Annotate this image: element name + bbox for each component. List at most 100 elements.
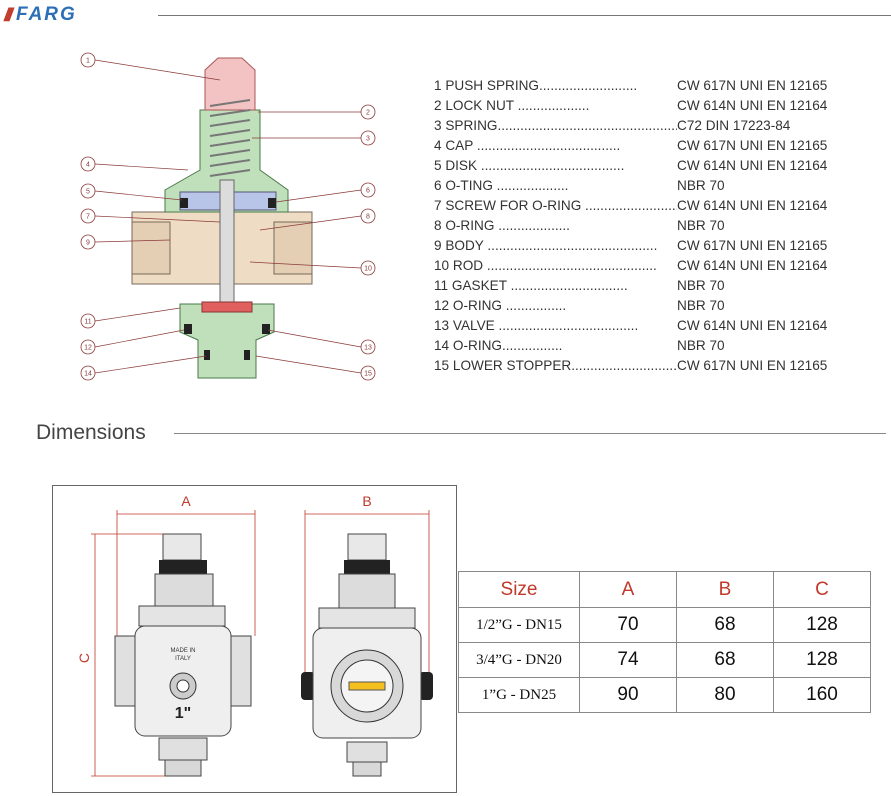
part-label: 12 O-RING ................ <box>434 298 567 313</box>
table-header-row: Size A B C <box>458 571 871 608</box>
callout-label: 7 <box>86 214 90 221</box>
part-material: NBR 70 <box>677 178 725 193</box>
dimensions-title: Dimensions <box>36 421 146 444</box>
part-material: CW 614N UNI EN 12164 <box>677 258 828 273</box>
brand-logo: /// FARG <box>4 4 77 26</box>
callout-label: 10 <box>364 266 372 273</box>
part-label: 13 VALVE ...............................… <box>434 318 639 333</box>
part-row: 1 PUSH SPRING.......................... C… <box>434 76 884 96</box>
callout-label: 5 <box>86 189 90 196</box>
table-row: 1/2”G - DN15 70 68 128 <box>458 607 871 643</box>
part-row: 13 VALVE ...............................… <box>434 316 884 336</box>
table-cell: 128 <box>773 607 871 643</box>
table-cell: 3/4”G - DN20 <box>458 642 580 678</box>
parts-list: 1 PUSH SPRING.......................... C… <box>434 76 884 376</box>
callout-label: 13 <box>364 345 372 352</box>
logo-text: FARG <box>16 4 77 25</box>
callout-label: 6 <box>366 188 370 195</box>
part-row: 14 O-RING................NBR 70 <box>434 336 884 356</box>
part-material: C72 DIN 17223-84 <box>677 118 791 133</box>
table-header: B <box>676 571 774 608</box>
part-label: 1 PUSH SPRING.......................... <box>434 78 638 93</box>
part-row: 5 DISK .................................… <box>434 156 884 176</box>
part-material: CW 617N UNI EN 12165 <box>677 138 828 153</box>
part-material: CW 617N UNI EN 12165 <box>677 358 828 373</box>
part-row: 8 O-RING ................... NBR 70 <box>434 216 884 236</box>
part-material: CW 614N UNI EN 12164 <box>677 318 828 333</box>
callout-label: 12 <box>84 345 92 352</box>
dimension-drawing-frame <box>52 485 457 793</box>
callout-label: 15 <box>364 371 372 378</box>
part-row: 15 LOWER STOPPER........................… <box>434 356 884 376</box>
part-row: 4 CAP ..................................… <box>434 136 884 156</box>
part-label: 8 O-RING ................... <box>434 218 570 233</box>
part-row: 3 SPRING................................… <box>434 116 884 136</box>
part-material: CW 614N UNI EN 12164 <box>677 158 828 173</box>
table-cell: 68 <box>676 642 774 678</box>
part-row: 12 O-RING ................ NBR 70 <box>434 296 884 316</box>
part-row: 9 BODY .................................… <box>434 236 884 256</box>
callout-label: 3 <box>366 136 370 143</box>
part-material: NBR 70 <box>677 278 725 293</box>
part-material: CW 617N UNI EN 12165 <box>677 238 828 253</box>
header-rule <box>158 15 891 16</box>
body-marking: ITALY <box>175 656 191 662</box>
part-material: CW 617N UNI EN 12165 <box>677 78 828 93</box>
dimensions-table: Size A B C 1/2”G - DN15 70 68 128 3/4”G … <box>458 571 871 713</box>
table-cell: 80 <box>676 677 774 713</box>
part-row: 11 GASKET ..............................… <box>434 276 884 296</box>
dimensions-rule <box>174 433 886 434</box>
body-marking: MADE IN <box>170 648 195 654</box>
part-label: 6 O-TING ................... <box>434 178 569 193</box>
part-label: 7 SCREW FOR O-RING .....................… <box>434 198 677 213</box>
table-row: 3/4”G - DN20 74 68 128 <box>458 642 871 678</box>
table-cell: 128 <box>773 642 871 678</box>
part-row: 10 ROD .................................… <box>434 256 884 276</box>
valve-front-view: MADE IN ITALY 1" <box>114 533 252 777</box>
part-row: 6 O-TING ................... NBR 70 <box>434 176 884 196</box>
callout-label: 2 <box>366 110 370 117</box>
part-material: NBR 70 <box>677 338 725 353</box>
logo-slashes-icon: /// <box>4 4 13 25</box>
part-label: 2 LOCK NUT ................... <box>434 98 590 113</box>
dimension-lines <box>91 510 430 777</box>
callout-label: 4 <box>86 162 90 169</box>
body-size-mark: 1" <box>175 705 191 722</box>
dimension-drawing: MADE IN ITALY 1" A B C <box>76 493 433 777</box>
callout-label: 14 <box>84 371 92 378</box>
callout-label: 1 <box>86 58 90 65</box>
table-cell: 1”G - DN25 <box>458 677 580 713</box>
part-material: CW 614N UNI EN 12164 <box>677 98 828 113</box>
part-label: 11 GASKET ..............................… <box>434 278 628 293</box>
table-header: C <box>773 571 871 608</box>
table-cell: 90 <box>579 677 677 713</box>
part-label: 10 ROD .................................… <box>434 258 657 273</box>
valve-cross-section-diagram: 1 2 3 4 5 6 7 8 9 10 11 12 13 14 15 <box>80 52 376 381</box>
table-header: A <box>579 571 677 608</box>
dimension-a-label: A <box>181 493 191 509</box>
table-row: 1”G - DN25 90 80 160 <box>458 677 871 713</box>
dimension-c-label: C <box>76 653 92 663</box>
table-cell: 68 <box>676 607 774 643</box>
part-label: 15 LOWER STOPPER........................… <box>434 358 677 373</box>
part-label: 9 BODY .................................… <box>434 238 658 253</box>
table-cell: 160 <box>773 677 871 713</box>
part-material: CW 614N UNI EN 12164 <box>677 198 828 213</box>
table-cell: 1/2”G - DN15 <box>458 607 580 643</box>
callout-label: 8 <box>366 214 370 221</box>
valve-side-view <box>301 533 433 777</box>
callout-label: 11 <box>84 319 91 326</box>
part-material: NBR 70 <box>677 298 725 313</box>
table-header: Size <box>458 571 580 608</box>
table-cell: 74 <box>579 642 677 678</box>
part-row: 2 LOCK NUT ................... CW 614N UN… <box>434 96 884 116</box>
part-row: 7 SCREW FOR O-RING .....................… <box>434 196 884 216</box>
valve-body-section <box>131 57 313 379</box>
part-label: 4 CAP ..................................… <box>434 138 621 153</box>
table-cell: 70 <box>579 607 677 643</box>
dimension-b-label: B <box>362 493 371 509</box>
part-label: 5 DISK .................................… <box>434 158 625 173</box>
part-material: NBR 70 <box>677 218 725 233</box>
callout-label: 9 <box>86 240 90 247</box>
part-label: 3 SPRING................................… <box>434 118 677 133</box>
